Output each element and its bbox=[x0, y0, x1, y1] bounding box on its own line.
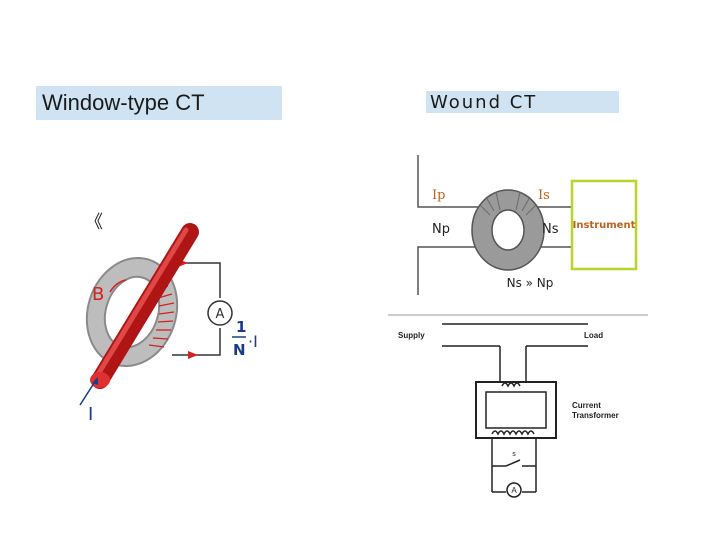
ratio-suffix: ·I bbox=[248, 332, 258, 351]
primary-lead-bottom bbox=[417, 246, 483, 295]
load-label: Load bbox=[584, 331, 603, 340]
bracket-marker: 《 bbox=[85, 212, 103, 232]
conductor-highlight bbox=[94, 227, 189, 379]
arrow-bottom bbox=[188, 351, 198, 359]
toroid-window bbox=[491, 209, 525, 251]
secondary-wire-top bbox=[172, 262, 221, 298]
window-ct-title-text: Window-type CT bbox=[42, 90, 205, 115]
window-ct-figure: A B 1 N ·I I bbox=[79, 223, 258, 425]
supply-label: Supply bbox=[398, 331, 425, 340]
turns-relation: Ns » Np bbox=[507, 276, 554, 290]
schematic-ammeter bbox=[506, 482, 522, 498]
ct-schematic: Supply Load Current Transformer s A bbox=[388, 316, 648, 498]
flux-label: B bbox=[92, 284, 104, 305]
wound-ct-figure: Ip Is Np Ns Instrument Ns » Np bbox=[388, 155, 648, 313]
ratio-denominator: N bbox=[233, 341, 246, 359]
ammeter-label: A bbox=[216, 307, 225, 322]
secondary-wire-bottom bbox=[172, 328, 221, 356]
secondary-coil bbox=[491, 430, 535, 436]
secondary-turns-label: Ns bbox=[542, 222, 559, 237]
switch-blade bbox=[505, 459, 521, 467]
instrument-box bbox=[570, 179, 638, 271]
wound-ct-title-text: Wound CT bbox=[430, 91, 538, 113]
instrument-label: Instrument bbox=[573, 220, 636, 231]
primary-coil bbox=[501, 382, 521, 388]
ct-label-line2: Transformer bbox=[572, 411, 619, 420]
figure-divider bbox=[388, 314, 648, 316]
window-ct-title: Window-type CT bbox=[36, 86, 282, 120]
switch-label: s bbox=[512, 451, 516, 458]
flux-arc bbox=[109, 279, 127, 293]
ratio-numerator: 1 bbox=[236, 318, 246, 336]
schematic-ammeter-label: A bbox=[511, 486, 517, 495]
current-arrow-head bbox=[92, 377, 98, 385]
ct-label-line1: Current bbox=[572, 401, 601, 410]
primary-lead-top bbox=[417, 155, 483, 208]
primary-turns-label: Np bbox=[432, 222, 450, 237]
wound-ct-title: Wound CT bbox=[426, 91, 619, 113]
toroid-winding bbox=[479, 191, 537, 216]
secondary-current-label: Is bbox=[538, 188, 550, 203]
current-arrow bbox=[79, 379, 97, 406]
primary-current-label: Ip bbox=[432, 188, 445, 203]
current-label: I bbox=[88, 404, 93, 425]
ammeter-symbol bbox=[207, 300, 233, 326]
transformer-core-inner bbox=[485, 391, 547, 429]
primary-conductor bbox=[91, 223, 199, 389]
transformer-core-outer bbox=[475, 381, 557, 439]
